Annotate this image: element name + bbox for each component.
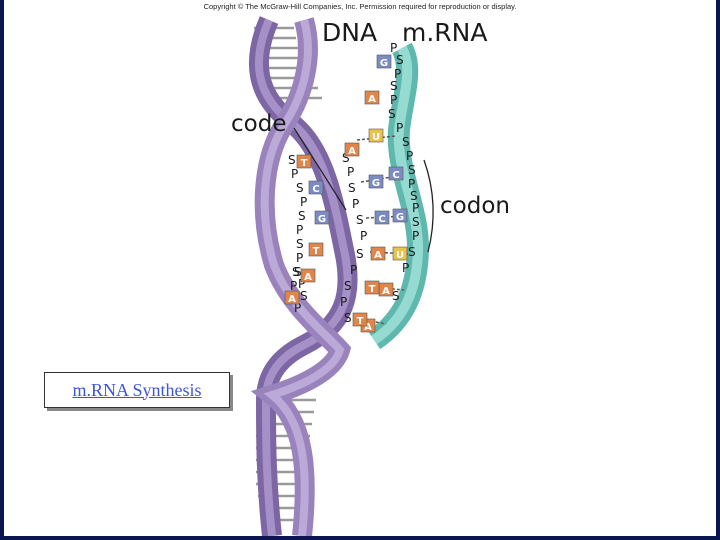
template-base-letter: G	[318, 214, 326, 225]
mrna-base-letter: G	[396, 212, 404, 223]
coding-backbone-letter: S	[296, 181, 304, 195]
mrna-backbone-letter: P	[390, 41, 397, 55]
coding-base-letter: C	[378, 214, 385, 225]
mrna-backbone-letter: S	[396, 53, 404, 67]
mrna-base-letter-box	[392, 208, 408, 223]
mrna-backbone-letter: S	[410, 189, 418, 203]
code-pointer-line	[293, 127, 347, 211]
copyright-notice: Copyright © The McGraw-Hill Companies, I…	[203, 2, 517, 11]
coding-base-letter-box	[374, 210, 390, 225]
template-backbone-letter: P	[350, 263, 357, 277]
template-base-letter: A	[288, 294, 296, 305]
mrna-backbone-letter: S	[412, 215, 420, 229]
coding-backbone-letter: S	[298, 209, 306, 223]
mrna-base-letter: U	[372, 132, 380, 143]
mrna-base-letter: A	[364, 322, 372, 333]
mrna-base-letter-box	[392, 246, 408, 261]
coding-backbone-letter: S	[296, 237, 304, 251]
template-base-letter-box	[308, 242, 324, 257]
coding-backbone-letter: P	[300, 195, 307, 209]
coding-backbone-letter: P	[290, 279, 297, 293]
template-base-letter: C	[312, 184, 319, 195]
mrna-backbone-letter: S	[390, 79, 398, 93]
coding-base-letter: A	[374, 250, 382, 261]
coding-backbone-letter: S	[292, 265, 300, 279]
template-base-letter-box	[300, 268, 316, 283]
coding-backbone-letter: S	[294, 265, 302, 279]
template-base-letter-box	[284, 290, 300, 305]
coding-base-letter-box	[364, 280, 380, 295]
template-backbone-letter: S	[344, 311, 352, 325]
mrna-backbone-letter: P	[412, 201, 419, 215]
template-bases: T C G T AA	[284, 154, 330, 305]
template-backbone-letter: S	[356, 213, 364, 227]
mrna-base-letter: G	[380, 58, 388, 69]
coding-base-letter-box	[344, 142, 360, 157]
template-backbone-letter: S	[344, 279, 352, 293]
mrna-base-letter-box	[364, 90, 380, 105]
template-base-letter-box	[308, 180, 324, 195]
mrna-backbone-letter: P	[412, 229, 419, 243]
mrna-backbone-letter: S	[388, 107, 396, 121]
dna-label: DNA	[322, 18, 378, 47]
template-backbone-letter: S	[348, 181, 356, 195]
mrna-backbone-letter: P	[406, 149, 413, 163]
coding-base-letter: T	[357, 316, 364, 327]
template-backbone-letter: P	[340, 295, 347, 309]
code-label: code	[231, 111, 287, 137]
mrna-base-letter: A	[382, 286, 390, 297]
coding-backbone-letter: P	[298, 277, 305, 291]
mrna-backbone-letter: S	[408, 245, 416, 259]
template-backbone-letter: P	[352, 197, 359, 211]
coding-backbone-letter: P	[294, 301, 301, 315]
mrna-base-letter: C	[392, 170, 399, 181]
template-base-letter: T	[301, 158, 308, 169]
template-base-letter-box	[314, 210, 330, 225]
template-base-letter: T	[313, 246, 320, 257]
coding-backbone-letter: P	[291, 167, 298, 181]
mrna-backbone-letter: S	[392, 289, 400, 303]
mrna-base-letter: U	[396, 250, 404, 261]
template-backbone-letter: S	[342, 151, 350, 165]
codon-bracket[interactable]	[423, 159, 434, 253]
mrna-backbone-letter: P	[402, 261, 409, 275]
coding-base-letter: G	[372, 178, 380, 189]
mrna-backbone-letter: P	[396, 121, 403, 135]
coding-base-letter: A	[348, 146, 356, 157]
template-backbone-letter: P	[360, 229, 367, 243]
mrna-base-letter: A	[368, 94, 376, 105]
coding-backbone-letter: P	[296, 223, 303, 237]
mrna-label: m.RNA	[402, 18, 488, 47]
coding-backbone-letter: S	[300, 289, 308, 303]
mrna-synthesis-link[interactable]: m.RNA Synthesis	[44, 372, 230, 408]
mrna-base-letter-box	[368, 128, 384, 143]
coding-backbone-letter: P	[296, 251, 303, 265]
codon-label: codon	[440, 193, 510, 219]
mrna-backbone-letter: P	[390, 93, 397, 107]
mrna-backbone-letter: P	[408, 177, 415, 191]
coding-base-letter-box	[352, 312, 368, 327]
mrna-backbone-letter: S	[402, 135, 410, 149]
template-base-letter-box	[296, 154, 312, 169]
coding-backbone-letter: S	[288, 153, 296, 167]
coding-base-letter-box	[368, 174, 384, 189]
slide: Copyright © The McGraw-Hill Companies, I…	[4, 0, 716, 536]
template-backbone-letter: P	[347, 165, 354, 179]
template-base-letter: A	[304, 272, 312, 283]
mrna-base-letter-box	[376, 54, 392, 69]
mrna-base-letter-box	[388, 166, 404, 181]
coding-base-letter: T	[369, 284, 376, 295]
mrna-backbone-letter: S	[408, 163, 416, 177]
coding-base-letter-box	[370, 246, 386, 261]
template-backbone-letter: S	[356, 247, 364, 261]
mrna-backbone-letter: P	[394, 67, 401, 81]
